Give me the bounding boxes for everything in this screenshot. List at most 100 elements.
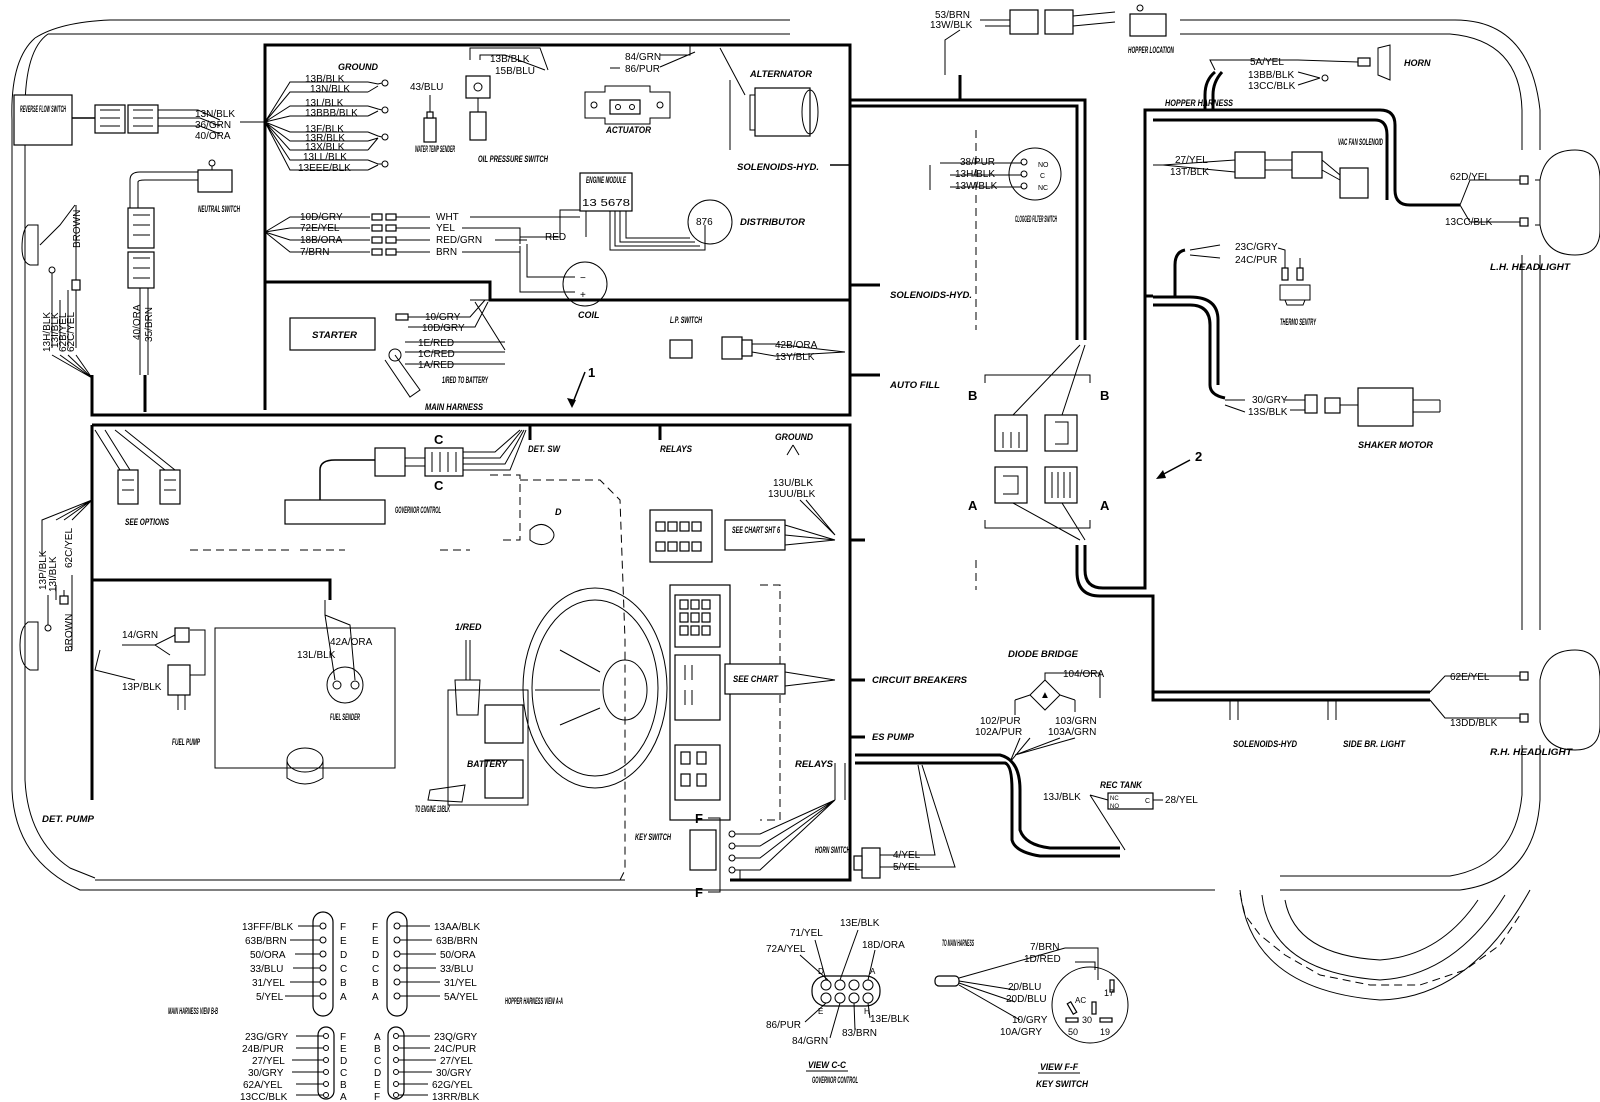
wire-27-yel: 27/YEL <box>1175 155 1208 166</box>
clogged-pin-c: C <box>1040 173 1045 180</box>
wire-13ll-blk: 13LL/BLK <box>303 152 347 163</box>
main-b-top-letter-3: C <box>340 964 347 975</box>
relays-label-bottom: RELAYS <box>795 759 833 769</box>
wire-36-grn: 36/GRN <box>195 120 231 131</box>
wire-13b-blk-op: 13B/BLK <box>490 54 530 65</box>
hopper-a-top-1: 63B/BRN <box>436 936 478 947</box>
gov-wire-4: 86/PUR <box>766 1020 801 1031</box>
actuator: 84/GRN 86/PUR ACTUATOR <box>584 44 696 135</box>
solenoids-hyd-label-2: SOLENOIDS-HYD. <box>890 290 972 300</box>
wire-103-grn: 103/GRN <box>1055 716 1097 727</box>
gov-letter-e: E <box>818 1007 823 1016</box>
gov-wire-3: 18D/ORA <box>862 940 905 951</box>
gov-pins <box>799 929 876 1039</box>
hopper-a-top-letter-2: D <box>372 950 379 961</box>
wire-103a-grn: 103A/GRN <box>1048 727 1096 738</box>
wire-13dd-blk: 13DD/BLK <box>1450 718 1498 729</box>
neutral-switch: NEUTRAL SWITCH 40/ORA 35/BRN <box>127 159 240 375</box>
vac-fan-label: VAC FAN SOLENOID <box>1338 137 1383 147</box>
main-b-bot-4: 62A/YEL <box>243 1080 283 1091</box>
thermo-sentry: 23C/GRY 24C/PUR THERMO SENTRY <box>1173 242 1316 327</box>
wire-wht: WHT <box>436 212 459 223</box>
circuit-breakers-label: CIRCUIT BREAKERS <box>872 675 967 685</box>
wire-42b-ora: 42B/ORA <box>775 340 818 351</box>
key-wire-3: 20D/BLU <box>1006 994 1047 1005</box>
oil-pressure-switch: 13B/BLK 15B/BLU OIL PRESSURE SWITCH <box>465 47 549 164</box>
wire-14-grn-1: 14/GRN <box>122 630 158 641</box>
main-b-top-letter-0: F <box>340 922 346 933</box>
wire-brn: BRN <box>436 247 457 258</box>
wire-1e-red: 1E/RED <box>418 338 454 349</box>
hopper-a-top-letter-5: A <box>372 992 379 1003</box>
wire-10d-gry-s: 10D/GRY <box>422 323 465 334</box>
horn-switch-label: HORN SWITCH <box>815 845 850 855</box>
clogged-pin-nc: NC <box>1038 185 1048 192</box>
wire-10d-gry: 10D/GRY <box>300 212 343 223</box>
fuel-sender: 42A/ORA 13L/BLK FUEL SENDER <box>214 600 396 785</box>
letter-c-bottom: C <box>434 478 444 493</box>
distributor: 876 DISTRIBUTOR <box>687 199 806 245</box>
gov-letter-a: A <box>870 967 876 976</box>
lh-headlight-label: L.H. HEADLIGHT <box>1490 262 1572 272</box>
alternator-label: ALTERNATOR <box>749 69 813 79</box>
wire-brown-bottom: BROWN <box>64 614 75 652</box>
gov-letter-d: D <box>818 967 824 976</box>
engine-inline-connectors <box>371 213 430 256</box>
main-b-title: MAIN HARNESS VIEW B-B <box>168 1006 218 1016</box>
hopper-a-bot-letter-2: C <box>374 1056 381 1067</box>
see-chart-sht6-label: SEE CHART SHT 6 <box>732 525 781 535</box>
wire-35-brn: 35/BRN <box>144 307 155 342</box>
gov-wire-5: 13E/BLK <box>870 1014 910 1025</box>
main-b-bot-letter-3: C <box>340 1068 347 1079</box>
wire-72e-yel: 72E/YEL <box>300 223 340 234</box>
wire-53-brn: 53/BRN <box>935 10 970 21</box>
hopper-a-bot-letter-0: A <box>374 1032 381 1043</box>
fuel-sender-label: FUEL SENDER <box>330 712 360 722</box>
wire-13cc-blk: 13CC/BLK <box>1248 81 1296 92</box>
shaker-motor: 30/GRY 13S/BLK SHAKER MOTOR <box>1224 387 1441 450</box>
relay-block: SEE CHART SHT 6 <box>649 509 836 563</box>
main-b-bot-3: 30/GRY <box>248 1068 284 1079</box>
key-term-30: 30 <box>1082 1015 1092 1025</box>
hopper-a-bot-0: 23Q/GRY <box>434 1032 477 1043</box>
gov-view-title: VIEW C-C <box>808 1060 846 1070</box>
gov-wire-1: 13E/BLK <box>840 918 880 929</box>
wire-40-ora-n: 40/ORA <box>132 304 143 340</box>
es-pump-label: ES PUMP <box>872 732 915 742</box>
water-temp-label: WATER TEMP SENDER <box>415 144 455 154</box>
wire-13p-blk-l: 13P/BLK <box>38 550 49 590</box>
wire-13t-blk: 13T/BLK <box>1170 167 1209 178</box>
relay-cells <box>655 521 702 552</box>
key-wire-4: 10/GRY <box>1012 1015 1048 1026</box>
wire-13u-blk: 13U/BLK <box>773 478 813 489</box>
reverse-flow-label: REVERSE FLOW SWITCH <box>20 104 66 114</box>
coil-plus: + <box>580 290 586 301</box>
ground-label-relay: GROUND <box>775 432 813 442</box>
wire-brown-top: BROWN <box>72 210 83 248</box>
hopper-a-top-5: 5A/YEL <box>444 992 478 1003</box>
hopper-a-bot-1: 24C/PUR <box>434 1044 476 1055</box>
rec-pin-no: NO <box>1110 804 1119 810</box>
battery: 1/RED BATTERY TO ENGINE 13/BLK <box>415 622 529 814</box>
main-b-bot-letter-2: D <box>340 1056 347 1067</box>
letter-a-left: A <box>968 498 978 513</box>
reverse-flow-switch: REVERSE FLOW SWITCH 13N/BLK 36/GRN 40/OR… <box>13 94 265 146</box>
view-c-c: 71/YEL 13E/BLK 72A/YEL 18D/ORA 86/PUR 13… <box>766 918 910 1085</box>
auto-fill-label: AUTO FILL <box>889 380 940 390</box>
main-b-top-1: 63B/BRN <box>245 936 287 947</box>
main-b-top-4: 31/YEL <box>252 978 285 989</box>
wire-5a-yel: 5A/YEL <box>1250 57 1284 68</box>
letter-b-right: B <box>1100 388 1109 403</box>
hopper-a-bot-letter-4: E <box>374 1080 381 1091</box>
letter-d: D <box>555 507 562 517</box>
rh-headlight: 62E/YEL 13DD/BLK R.H. HEADLIGHT <box>1429 649 1600 757</box>
key-wire-2: 20/BLU <box>1008 982 1041 993</box>
ground-terminals <box>367 79 389 171</box>
actuator-label: ACTUATOR <box>605 125 651 135</box>
wire-13b-blk: 13B/BLK <box>305 74 345 85</box>
coil: − + COIL <box>519 244 608 320</box>
shaker-motor-label: SHAKER MOTOR <box>1358 440 1434 450</box>
engine-module-pins: 13 5678 <box>582 198 631 209</box>
solenoids-hyd-label-1: SOLENOIDS-HYD. <box>737 162 819 172</box>
